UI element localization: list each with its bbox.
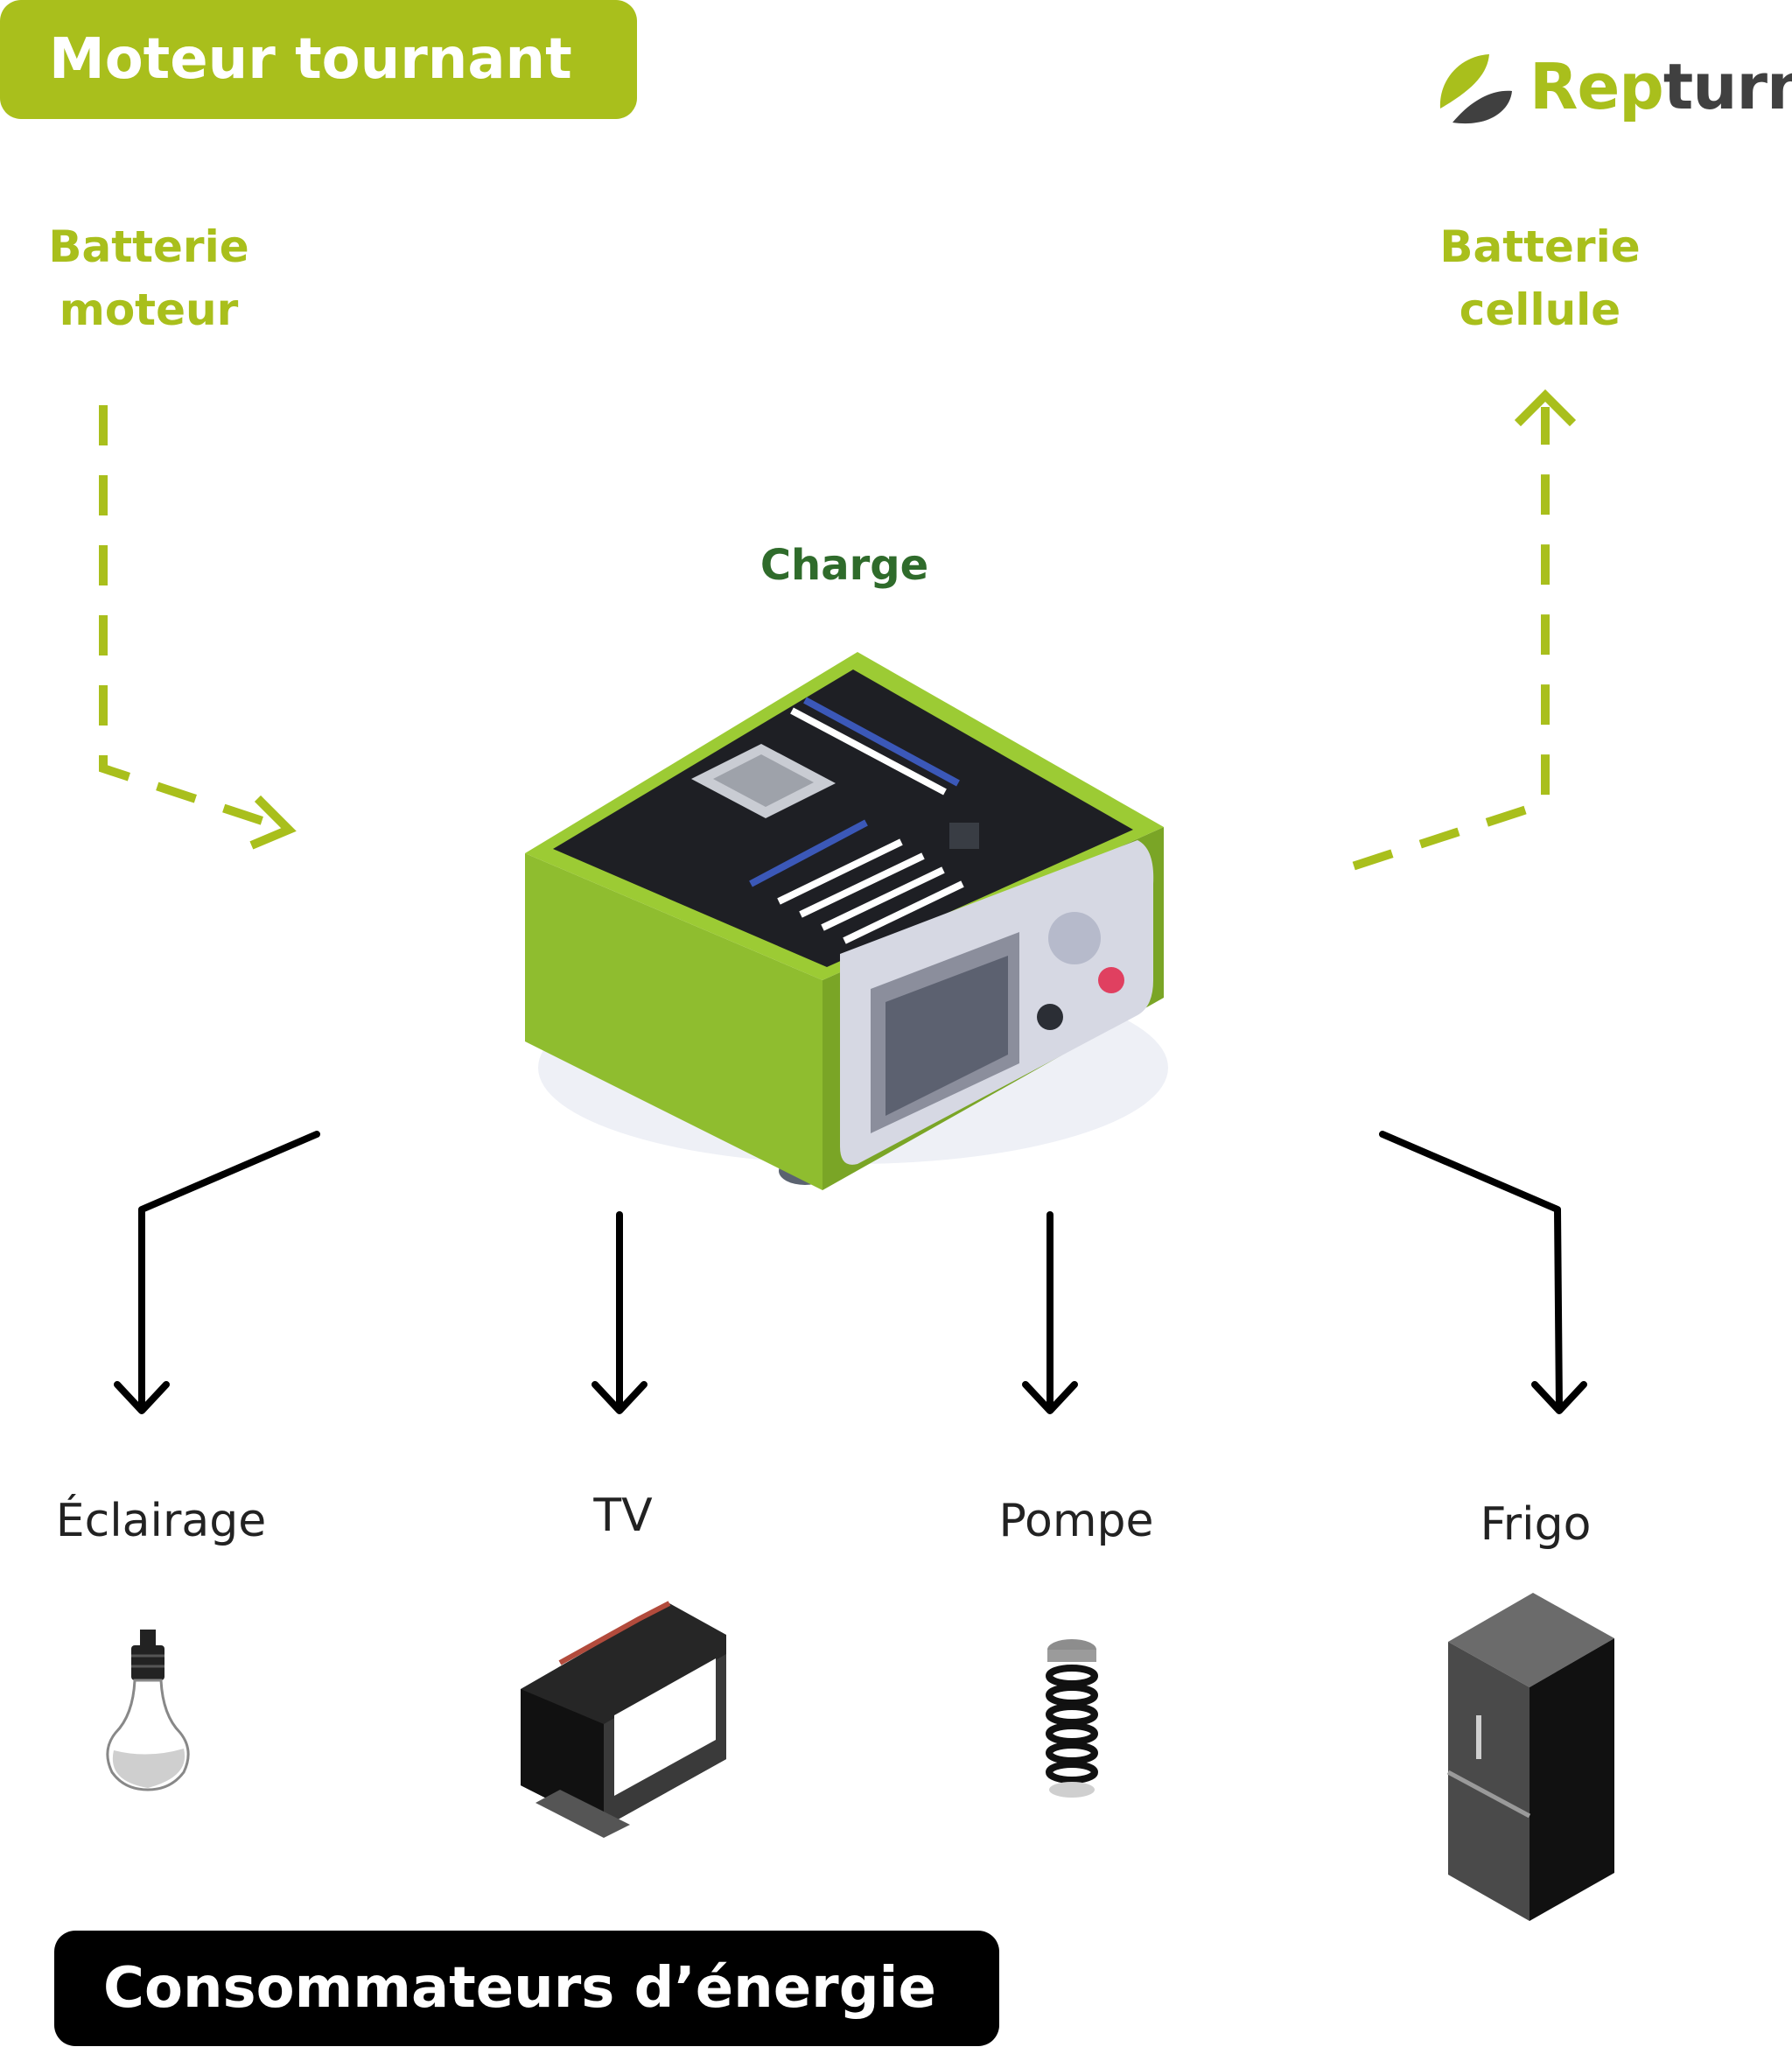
- brand-name: Repturn: [1530, 50, 1792, 123]
- fridge-icon: [1446, 1593, 1614, 1921]
- charge-label: Charge: [760, 541, 929, 590]
- source-label-left: Batterie moteur: [26, 215, 271, 341]
- consumer-label-frigo: Frigo: [1480, 1498, 1592, 1551]
- light-bulb-icon: [106, 1630, 190, 1791]
- brand-logo: Repturn: [1435, 39, 1792, 135]
- consumer-label-tv: TV: [593, 1490, 653, 1542]
- footer-text: Consommateurs d’énergie: [103, 1956, 936, 2021]
- output-arrow-right: [1352, 389, 1577, 871]
- source-right-line1: Batterie: [1439, 221, 1641, 272]
- brand-name-part2: turn: [1662, 50, 1792, 123]
- arrow-to-eclairage: [114, 1131, 320, 1414]
- source-label-right: Batterie cellule: [1418, 215, 1662, 341]
- source-left-line2: moteur: [59, 284, 239, 335]
- title-badge: Moteur tournant: [0, 0, 637, 119]
- footer-badge: Consommateurs d’énergie: [54, 1931, 999, 2046]
- leaf-logo-icon: [1439, 54, 1512, 124]
- consumer-label-pompe: Pompe: [998, 1495, 1154, 1547]
- arrow-to-frigo: [1379, 1131, 1587, 1414]
- tv-icon: [521, 1601, 726, 1838]
- consumer-label-eclairage: Éclairage: [55, 1495, 267, 1547]
- source-right-line2: cellule: [1459, 284, 1621, 335]
- charge-device-illustration: [525, 652, 1168, 1190]
- title-text: Moteur tournant: [49, 27, 572, 92]
- input-arrow-left: [99, 405, 297, 850]
- source-left-line1: Batterie: [48, 221, 249, 272]
- pump-spring-icon: [1046, 1639, 1098, 1798]
- arrow-to-tv: [592, 1211, 648, 1414]
- brand-name-part1: Rep: [1530, 50, 1664, 123]
- arrow-to-pompe: [1022, 1211, 1078, 1414]
